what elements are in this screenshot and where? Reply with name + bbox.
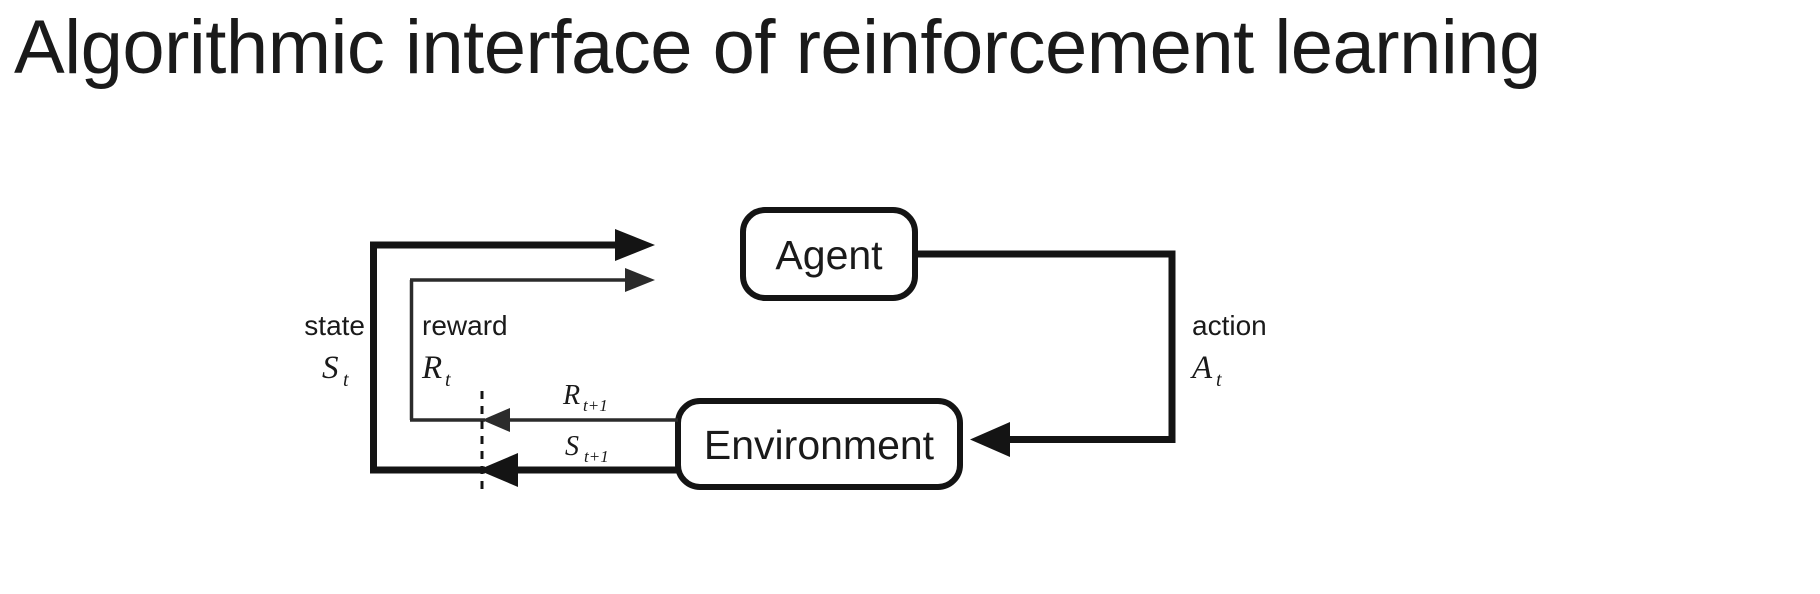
state-symbol-subscript: t <box>343 369 349 391</box>
state-signal-path <box>370 241 615 474</box>
action-arrowhead-icon <box>970 422 1010 457</box>
action-symbol: A <box>1190 350 1213 386</box>
environment-node-label: Environment <box>704 422 935 468</box>
state-symbol: S <box>322 350 339 386</box>
next-reward-label-symbol: R t+1 <box>562 380 608 415</box>
reward-signal-path <box>409 278 625 422</box>
reward-symbol-subscript: t <box>445 369 451 391</box>
next-state-arrowhead-icon <box>478 453 518 487</box>
reward-symbol: R <box>421 350 442 386</box>
action-label-word: action <box>1192 310 1267 341</box>
page-title: Algorithmic interface of reinforcement l… <box>14 5 1541 90</box>
next-reward-symbol: R <box>562 380 580 411</box>
agent-node-label: Agent <box>775 232 883 278</box>
next-state-symbol: S <box>565 431 579 462</box>
state-label-symbol: S t <box>322 350 349 391</box>
action-signal-path <box>915 250 1176 443</box>
next-reward-symbol-subscript: t+1 <box>583 396 608 415</box>
action-symbol-subscript: t <box>1216 369 1222 391</box>
reward-label-symbol: R t <box>421 350 451 391</box>
action-label-symbol: A t <box>1190 350 1222 391</box>
next-state-label-symbol: S t+1 <box>565 431 609 466</box>
reward-label-word: reward <box>422 310 508 341</box>
state-label-word: state <box>304 310 365 341</box>
state-arrowhead-icon <box>615 229 655 261</box>
rl-interaction-diagram: Agent Environment state S t r <box>270 175 1390 535</box>
next-state-symbol-subscript: t+1 <box>584 447 609 466</box>
environment-node <box>675 398 963 490</box>
next-reward-arrowhead-icon <box>482 408 510 432</box>
reward-arrowhead-icon <box>625 268 655 292</box>
